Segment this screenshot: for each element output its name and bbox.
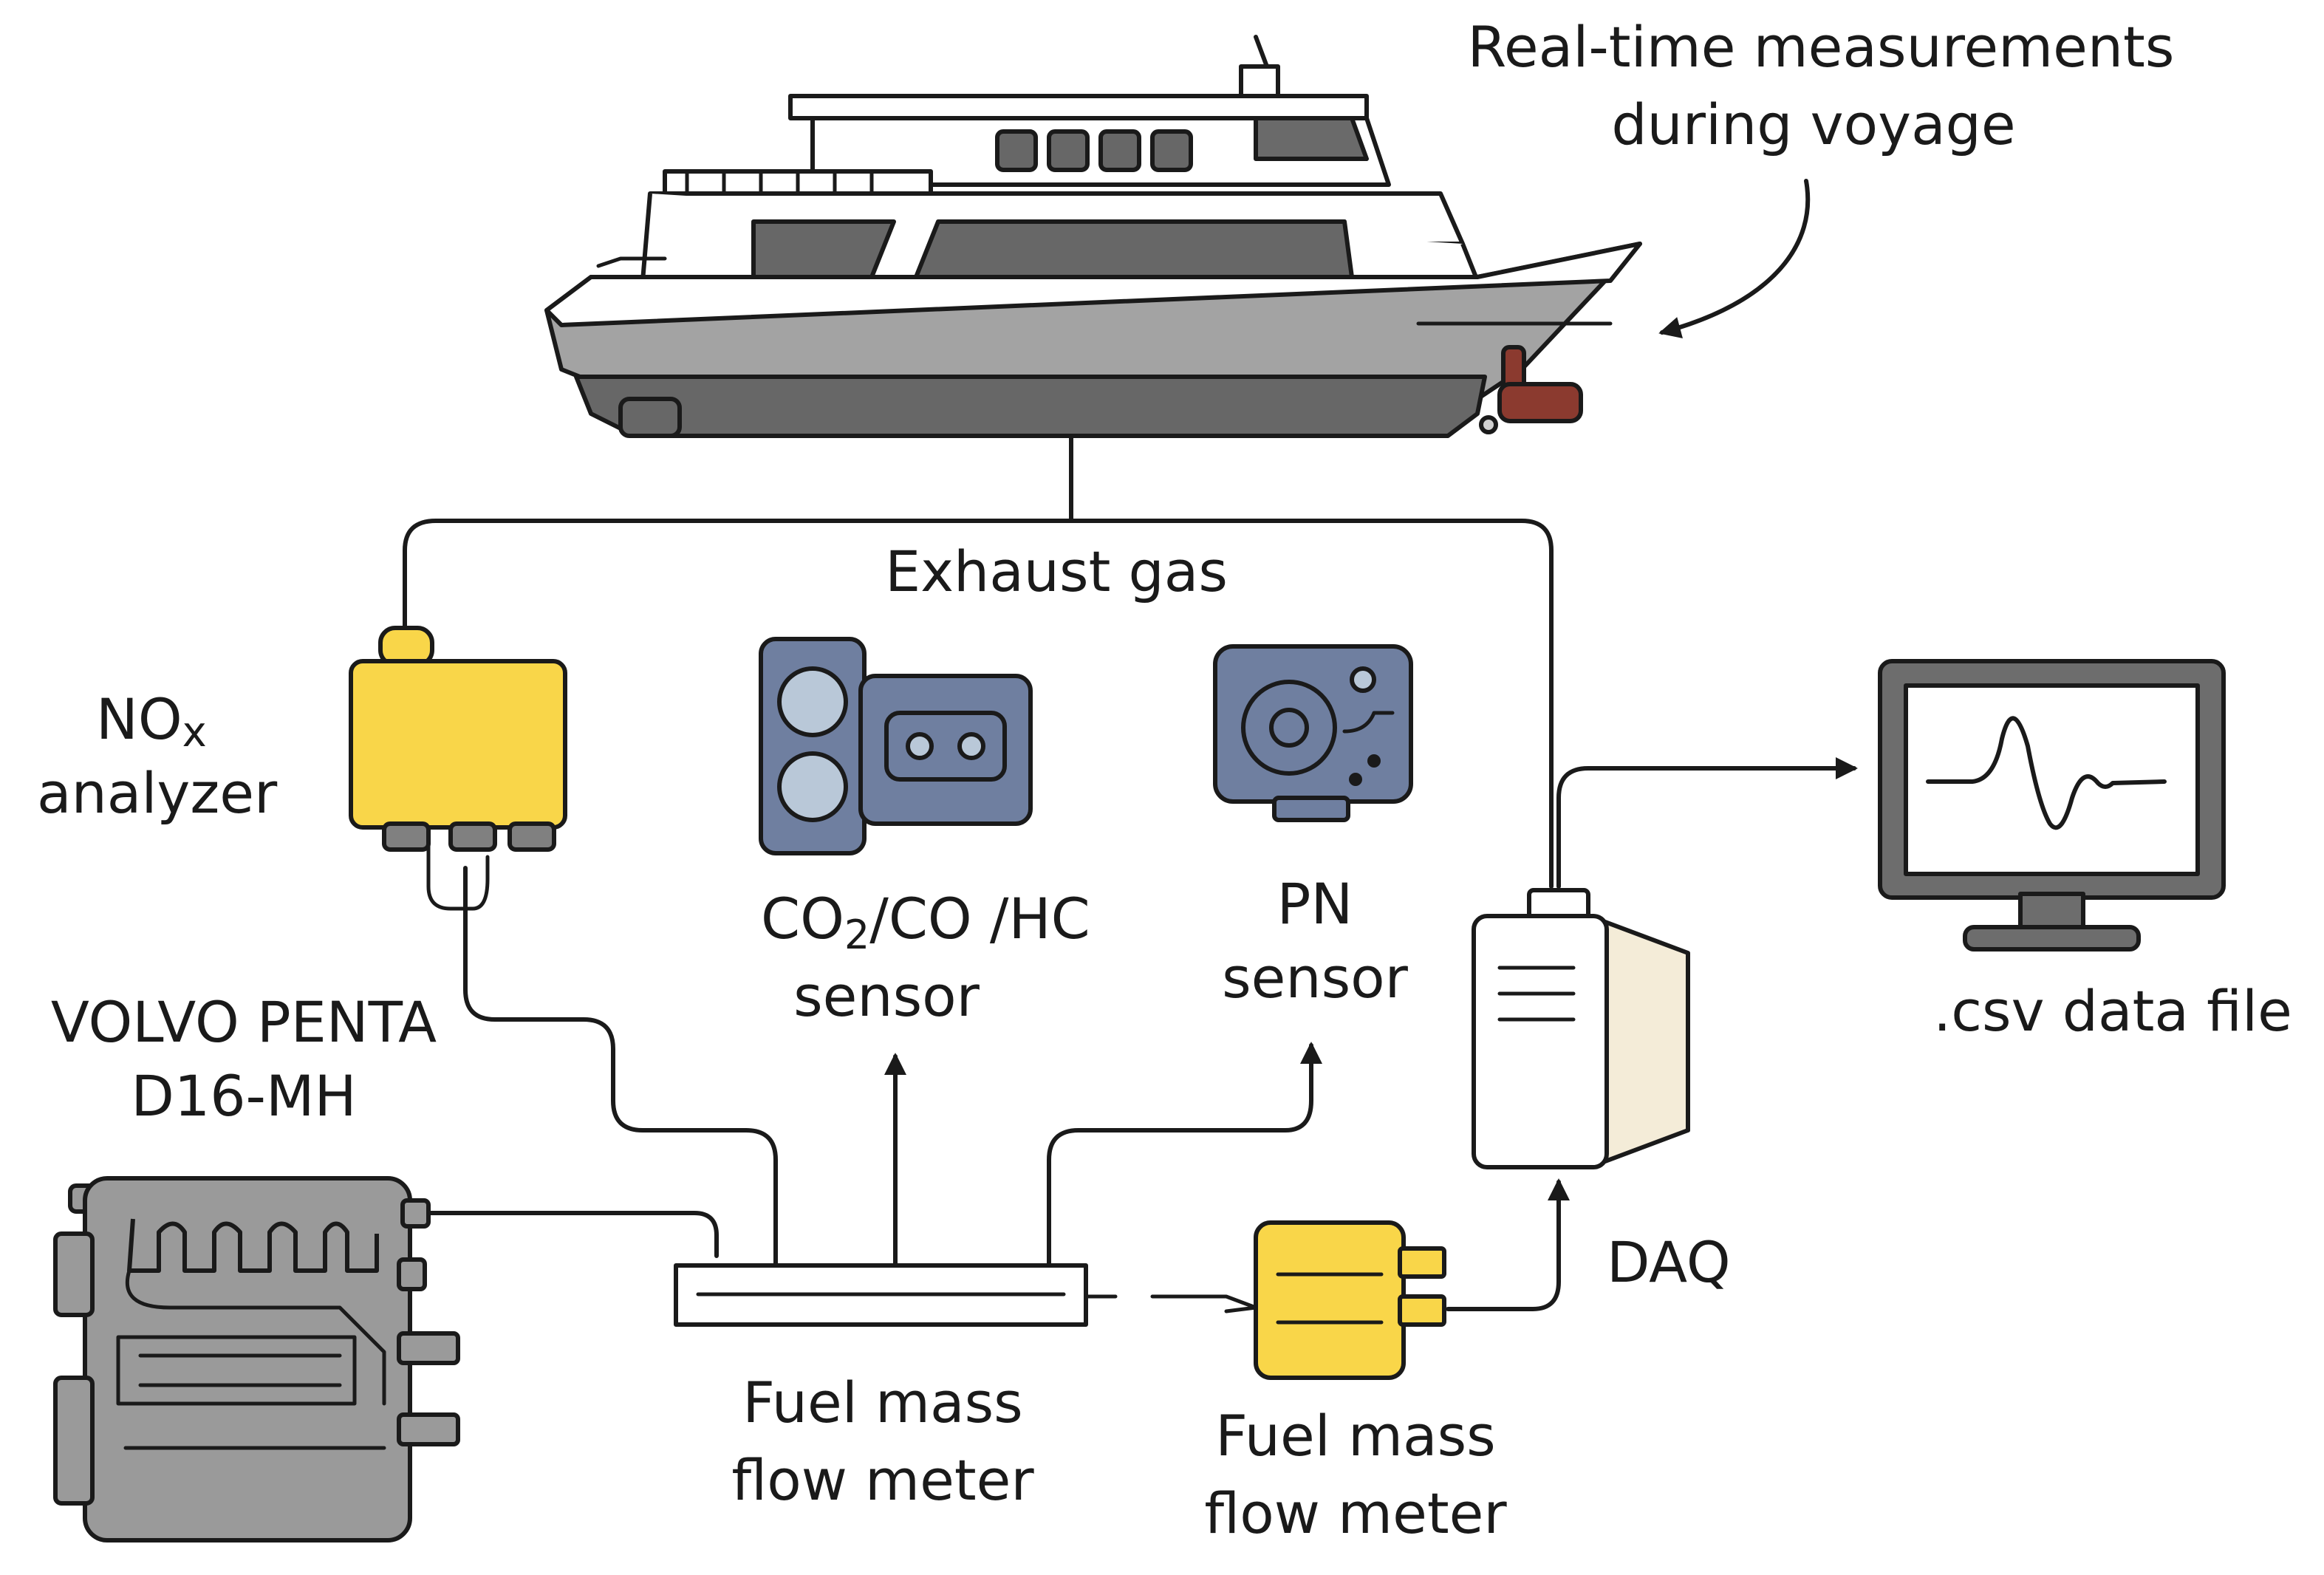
daq-label: DAQ (1607, 1229, 1731, 1295)
flow-meter-box-icon (1254, 1220, 1446, 1380)
nox-label: NOx (96, 686, 207, 756)
flow-meter-pipe-icon (674, 1263, 1088, 1327)
nox-label-sub: x (182, 708, 207, 756)
fuel-meter-a-label-line1: Fuel mass (742, 1370, 1023, 1435)
engine-label-line2: D16-MH (131, 1063, 356, 1129)
realtime-label-line1: Real-time measurements (1468, 14, 2175, 80)
gas-sensor-icon (759, 637, 1033, 855)
engine-label-line1: VOLVO PENTA (51, 989, 437, 1055)
co2-label-line2: sensor (793, 963, 980, 1029)
co2-label: CO2/CO /HC (761, 886, 1090, 958)
connector-lines (403, 434, 1858, 1313)
ship-icon (544, 35, 1642, 438)
realtime-label-line2: during voyage (1611, 92, 2015, 157)
pn-label-line1: PN (1277, 871, 1353, 937)
realtime-arrow (1658, 179, 1811, 339)
nox-label-main: NO (96, 686, 182, 752)
co2-label-rest: /CO /HC (869, 886, 1090, 952)
nox-analyzer-icon (349, 626, 567, 852)
monitor-icon (1878, 659, 2226, 952)
fuel-meter-b-label-line2: flow meter (1204, 1480, 1507, 1546)
pn-label-line2: sensor (1222, 945, 1409, 1011)
particle-sensor-icon (1213, 644, 1413, 822)
nox-label-line2: analyzer (37, 760, 278, 826)
csv-label: .csv data file (1933, 978, 2292, 1044)
co2-label-sub: 2 (844, 912, 869, 958)
co2-label-c: CO (761, 886, 844, 952)
exhaust-gas-label: Exhaust gas (885, 539, 1228, 604)
engine-icon (53, 1176, 460, 1542)
daq-unit-icon (1472, 888, 1690, 1169)
fuel-meter-a-label-line2: flow meter (731, 1447, 1034, 1513)
fuel-meter-b-label-line1: Fuel mass (1215, 1403, 1496, 1469)
